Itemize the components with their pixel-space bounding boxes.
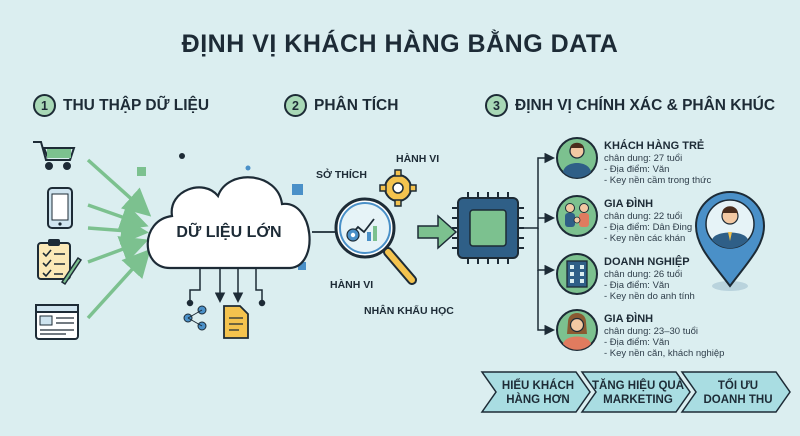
decor-square bbox=[137, 167, 146, 176]
segment-detail: chân dung: 22 tuổi bbox=[604, 211, 682, 222]
chevron-1 bbox=[480, 371, 591, 413]
segment-detail: chân dung: 26 tuổi bbox=[604, 269, 682, 280]
segment-detail: - Key nền các khán bbox=[604, 233, 685, 244]
step-label: PHÂN TÍCH bbox=[314, 96, 399, 114]
phone-icon bbox=[47, 187, 73, 229]
page-title: ĐỊNH VỊ KHÁCH HÀNG BẰNG DATA bbox=[181, 30, 619, 58]
step-label: THU THẬP DỮ LIỆU bbox=[63, 96, 210, 114]
share-icon bbox=[183, 305, 207, 331]
label-nhan-khau: NHÂN KHẨU HỌC bbox=[364, 304, 454, 317]
outcome-2-line2: MARKETING bbox=[603, 394, 673, 406]
chevron-3 bbox=[680, 371, 791, 413]
decor-dot bbox=[179, 153, 185, 159]
decor-square bbox=[292, 184, 303, 195]
segment-detail: - Địa điểm: Văn bbox=[604, 337, 669, 348]
step-label: ĐỊNH VỊ CHÍNH XÁC & PHÂN KHÚC bbox=[515, 96, 776, 114]
decor-dot bbox=[245, 165, 251, 171]
gear-icon bbox=[379, 169, 417, 207]
location-pin-icon bbox=[694, 191, 766, 291]
step-number: 3 bbox=[485, 94, 508, 117]
decor-square bbox=[298, 262, 306, 270]
step-number: 1 bbox=[33, 94, 56, 117]
outcome-3-line1: TỐI ƯU bbox=[718, 378, 758, 392]
magnifier-icon bbox=[334, 197, 417, 285]
checklist-icon bbox=[37, 239, 83, 286]
building-icon bbox=[556, 253, 598, 295]
cloud-icon bbox=[146, 176, 311, 270]
segment-detail: chân dung: 23–30 tuổi bbox=[604, 326, 698, 337]
step-number: 2 bbox=[284, 94, 307, 117]
document-icon bbox=[223, 305, 249, 339]
segment-name: KHÁCH HÀNG TRẺ bbox=[604, 139, 704, 152]
cloud-label: DỮ LIỆU LỚN bbox=[176, 221, 281, 241]
segment-name: GIA ĐÌNH bbox=[604, 197, 653, 210]
segment-detail: - Key nền do anh tính bbox=[604, 291, 695, 302]
person-icon bbox=[556, 137, 598, 179]
cloud-connectors bbox=[186, 268, 266, 307]
outcome-chevrons bbox=[480, 371, 791, 413]
browser-icon bbox=[35, 304, 79, 340]
segment-name: GIA ĐÌNH bbox=[604, 312, 653, 325]
segment-detail: - Địa điểm: Văn bbox=[604, 164, 669, 175]
segment-detail: - Địa điểm: Văn bbox=[604, 280, 669, 291]
segment-detail: - Key nền căn, khách nghiệp bbox=[604, 348, 724, 359]
label-hanh-vi-bottom: HÀNH VI bbox=[330, 278, 373, 291]
cart-icon bbox=[33, 141, 76, 170]
outcome-1-line2: HÀNG HƠN bbox=[506, 393, 569, 406]
arrow-to-chip bbox=[417, 214, 458, 250]
step-collect: 1 THU THẬP DỮ LIỆU bbox=[33, 94, 209, 117]
step-analyze: 2 PHÂN TÍCH bbox=[284, 94, 398, 117]
segment-3: DOANH NGHIỆP chân dung: 26 tuổi - Địa đi… bbox=[604, 255, 695, 302]
segment-1: KHÁCH HÀNG TRẺ chân dung: 27 tuổi - Địa … bbox=[604, 139, 711, 186]
label-so-thich: SỞ THÍCH bbox=[316, 168, 367, 181]
step-position: 3 ĐỊNH VỊ CHÍNH XÁC & PHÂN KHÚC bbox=[485, 94, 775, 117]
person-icon bbox=[556, 309, 598, 351]
outcome-3-line2: DOANH THU bbox=[704, 394, 773, 406]
chip-icon bbox=[452, 192, 524, 264]
outcome-2-line1: TĂNG HIỆU QUẢ bbox=[592, 379, 684, 392]
chevron-2 bbox=[580, 371, 691, 413]
segment-name: DOANH NGHIỆP bbox=[604, 255, 690, 268]
segment-detail: - Key nền cầm trong thức bbox=[604, 175, 711, 186]
input-arrows bbox=[86, 158, 152, 320]
segment-detail: - Địa điểm: Dân Đing bbox=[604, 222, 692, 233]
segment-4: GIA ĐÌNH chân dung: 23–30 tuổi - Địa điể… bbox=[604, 312, 724, 359]
segment-2: GIA ĐÌNH chân dung: 22 tuổi - Địa điểm: … bbox=[604, 197, 692, 244]
segment-branches bbox=[524, 152, 555, 336]
family-icon bbox=[556, 195, 598, 237]
label-hanh-vi-top: HÀNH VI bbox=[396, 152, 439, 165]
outcome-1-line1: HIỂU KHÁCH bbox=[502, 379, 574, 392]
segment-detail: chân dung: 27 tuổi bbox=[604, 153, 682, 164]
